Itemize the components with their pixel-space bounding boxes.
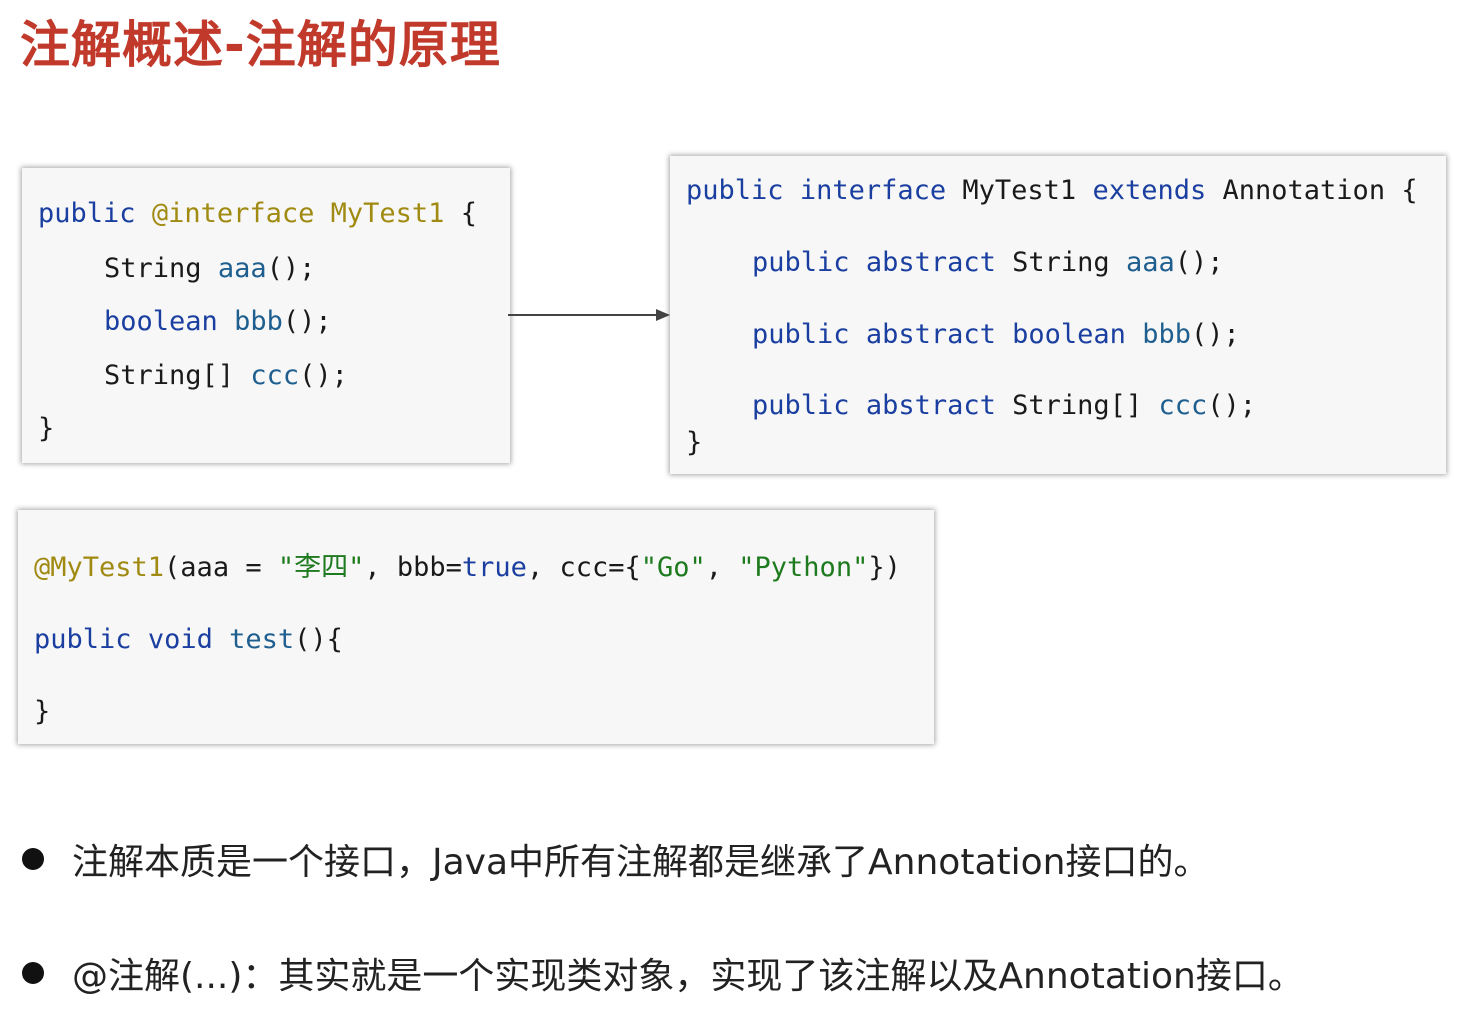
bullet-icon bbox=[22, 962, 44, 984]
string-literal: "Go" bbox=[640, 552, 706, 583]
arrow-right-icon bbox=[508, 309, 670, 321]
bullet-text: 注解本质是一个接口，Java中所有注解都是继承了Annotation接口的。 bbox=[72, 842, 1210, 883]
bullet-icon bbox=[22, 848, 44, 870]
code-line-3: boolean bbb(); bbox=[104, 305, 332, 339]
punct: , bbb= bbox=[364, 552, 462, 583]
method-name: bbb bbox=[1142, 319, 1191, 350]
punct: }) bbox=[868, 552, 901, 583]
punct: (); bbox=[282, 306, 332, 337]
keyword: public bbox=[38, 198, 136, 229]
brace: } bbox=[686, 427, 703, 458]
type: String[] bbox=[1012, 390, 1143, 421]
punct: (){ bbox=[294, 624, 343, 655]
type-name: MyTest1 bbox=[330, 198, 445, 229]
code-line-4: public abstract String[] ccc(); bbox=[752, 389, 1256, 423]
compiled-interface-code: public interface MyTest1 extends Annotat… bbox=[670, 156, 1446, 474]
type: String[] bbox=[104, 360, 235, 391]
type: boolean bbox=[1012, 319, 1126, 350]
keyword: abstract bbox=[865, 319, 996, 350]
code-line-2: String aaa(); bbox=[104, 252, 315, 286]
punct: , ccc={ bbox=[526, 552, 641, 583]
annotation-usage-code: @MyTest1(aaa = "李四", bbb=true, ccc={"Go"… bbox=[18, 510, 934, 744]
keyword: abstract bbox=[865, 390, 996, 421]
bullet-text: @注解(...)：其实就是一个实现类对象，实现了该注解以及Annotation接… bbox=[72, 956, 1304, 997]
type: String bbox=[104, 253, 202, 284]
keyword: public bbox=[34, 624, 132, 655]
code-line-5: } bbox=[38, 412, 54, 446]
annotation: @MyTest1 bbox=[34, 552, 165, 583]
type: String bbox=[1012, 247, 1110, 278]
code-line-4: String[] ccc(); bbox=[104, 359, 348, 393]
type-name: MyTest1 bbox=[962, 175, 1077, 206]
punct: (aaa = bbox=[164, 552, 278, 583]
code-line-2: public void test(){ bbox=[34, 623, 343, 657]
code-line-2: public abstract String aaa(); bbox=[752, 246, 1224, 280]
keyword: void bbox=[147, 624, 213, 655]
bullet-item: @注解(...)：其实就是一个实现类对象，实现了该注解以及Annotation接… bbox=[22, 948, 1304, 998]
keyword: public bbox=[752, 319, 850, 350]
brace: { bbox=[444, 198, 477, 229]
punct: (); bbox=[1174, 247, 1224, 278]
brace: { bbox=[1385, 175, 1418, 206]
keyword: public bbox=[752, 247, 850, 278]
string-literal: "Python" bbox=[738, 552, 869, 583]
string-literal: "李四" bbox=[277, 552, 365, 583]
method-name: bbb bbox=[234, 306, 283, 337]
code-line-1: public interface MyTest1 extends Annotat… bbox=[686, 174, 1418, 208]
method-name: aaa bbox=[1125, 247, 1175, 278]
method-name: ccc bbox=[250, 360, 300, 391]
keyword: extends bbox=[1092, 175, 1207, 206]
code-line-3: } bbox=[34, 695, 50, 729]
keyword: public bbox=[752, 390, 850, 421]
annotation-definition-code: public @interface MyTest1 { String aaa()… bbox=[22, 168, 510, 463]
code-line-1: @MyTest1(aaa = "李四", bbb=true, ccc={"Go"… bbox=[34, 551, 901, 585]
bullet-item: 注解本质是一个接口，Java中所有注解都是继承了Annotation接口的。 bbox=[22, 834, 1209, 884]
keyword: abstract bbox=[865, 247, 996, 278]
keyword: @interface bbox=[151, 198, 315, 229]
parent-type: Annotation bbox=[1222, 175, 1386, 206]
punct: (); bbox=[1190, 319, 1240, 350]
code-line-5: } bbox=[686, 426, 702, 460]
code-line-1: public @interface MyTest1 { bbox=[38, 197, 477, 231]
keyword: true bbox=[461, 552, 527, 583]
punct: (); bbox=[299, 360, 348, 391]
code-line-3: public abstract boolean bbb(); bbox=[752, 318, 1240, 352]
keyword: public bbox=[686, 175, 784, 206]
punct: , bbox=[705, 552, 739, 583]
punct: (); bbox=[1207, 390, 1256, 421]
method-name: aaa bbox=[217, 253, 267, 284]
type: boolean bbox=[104, 306, 218, 337]
method-name: ccc bbox=[1158, 390, 1208, 421]
page-title: 注解概述-注解的原理 bbox=[20, 16, 501, 74]
brace: } bbox=[38, 413, 55, 444]
brace: } bbox=[34, 696, 51, 727]
keyword: interface bbox=[799, 175, 947, 206]
punct: (); bbox=[266, 253, 316, 284]
method-name: test bbox=[229, 624, 295, 655]
